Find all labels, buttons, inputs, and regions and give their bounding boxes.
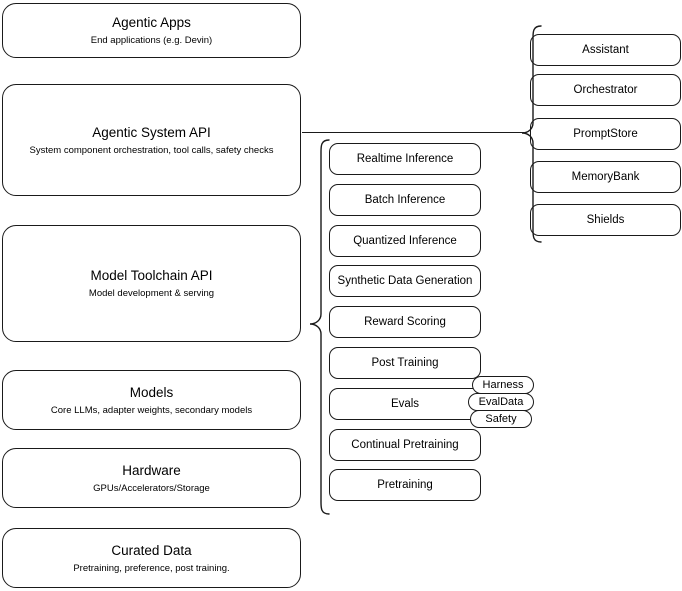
component-evals[interactable]: Evals [329, 388, 481, 420]
component-label: Pretraining [377, 479, 433, 491]
eval-pill-label: Safety [485, 413, 517, 425]
component-label: MemoryBank [571, 171, 640, 183]
eval-pill-label: EvalData [478, 396, 524, 408]
eval-pill-harness[interactable]: Harness [472, 376, 534, 394]
component-shields[interactable]: Shields [530, 204, 681, 236]
component-orchestrator[interactable]: Orchestrator [530, 74, 681, 106]
eval-pill-safety[interactable]: Safety [470, 410, 532, 428]
component-label: Continual Pretraining [351, 439, 459, 451]
component-label: Evals [390, 398, 420, 410]
component-promptstore[interactable]: PromptStore [530, 118, 681, 150]
layer-title: Hardware [122, 462, 181, 478]
component-continual-pretraining[interactable]: Continual Pretraining [329, 429, 481, 461]
component-synthetic-data-generation[interactable]: Synthetic Data Generation [329, 265, 481, 297]
component-pretraining[interactable]: Pretraining [329, 469, 481, 501]
component-label: PromptStore [573, 128, 638, 140]
layer-subtitle: GPUs/Accelerators/Storage [93, 482, 210, 494]
component-reward-scoring[interactable]: Reward Scoring [329, 306, 481, 338]
layer-title: Agentic Apps [112, 15, 191, 30]
component-post-training[interactable]: Post Training [329, 347, 481, 379]
component-label: Post Training [371, 357, 439, 369]
layer-model-toolchain-api[interactable]: Model Toolchain API Model development & … [2, 225, 301, 342]
component-label: Assistant [582, 44, 629, 56]
component-label: Realtime Inference [356, 153, 454, 165]
layer-title: Model Toolchain API [90, 268, 213, 283]
connector-line-agentic-system-api [302, 132, 524, 134]
component-label: Orchestrator [573, 84, 638, 96]
layer-models[interactable]: Models Core LLMs, adapter weights, secon… [2, 370, 301, 430]
component-memorybank[interactable]: MemoryBank [530, 161, 681, 193]
component-label: Quantized Inference [353, 235, 457, 247]
layer-hardware[interactable]: Hardware GPUs/Accelerators/Storage [2, 448, 301, 508]
layer-agentic-apps[interactable]: Agentic Apps End applications (e.g. Devi… [2, 3, 301, 58]
layer-subtitle: Core LLMs, adapter weights, secondary mo… [50, 404, 253, 416]
layer-title: Agentic System API [92, 124, 211, 140]
component-label: Reward Scoring [364, 316, 446, 328]
brace-model-toolchain [306, 138, 332, 518]
component-assistant[interactable]: Assistant [530, 34, 681, 66]
layer-subtitle: Model development & serving [88, 288, 215, 299]
component-label: Synthetic Data Generation [337, 275, 473, 287]
layer-agentic-system-api[interactable]: Agentic System API System component orch… [2, 84, 301, 196]
layer-subtitle: Pretraining, preference, post training. [73, 562, 230, 574]
component-label: Batch Inference [364, 194, 446, 206]
layer-title: Models [129, 384, 174, 400]
eval-pill-evaldata[interactable]: EvalData [468, 393, 534, 411]
eval-pill-label: Harness [482, 379, 524, 391]
component-quantized-inference[interactable]: Quantized Inference [329, 225, 481, 257]
layer-subtitle: End applications (e.g. Devin) [90, 35, 213, 46]
component-label: Shields [586, 214, 625, 226]
layer-curated-data[interactable]: Curated Data Pretraining, preference, po… [2, 528, 301, 588]
component-realtime-inference[interactable]: Realtime Inference [329, 143, 481, 175]
layer-title: Curated Data [111, 542, 192, 558]
brace-agentic-system-components [519, 24, 545, 246]
layer-subtitle: System component orchestration, tool cal… [29, 144, 274, 156]
component-batch-inference[interactable]: Batch Inference [329, 184, 481, 216]
